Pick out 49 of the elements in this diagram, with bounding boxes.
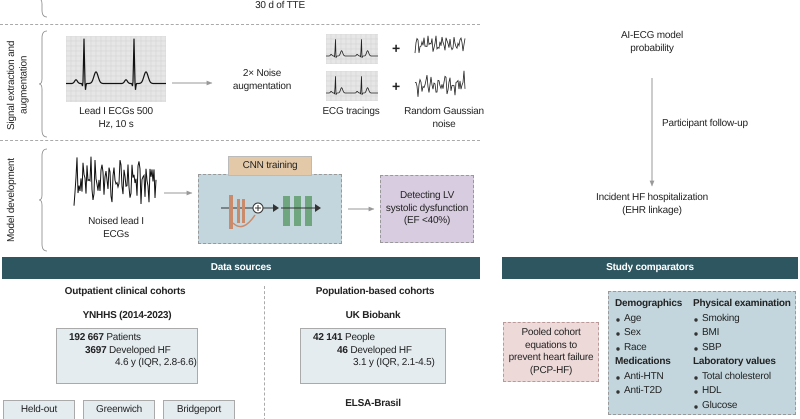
- section-header-bar: Data sources: [2, 257, 480, 279]
- section-note: 30 d of TTE: [254, 0, 306, 12]
- list-panel: [608, 291, 796, 415]
- caption: Random Gaussian noise: [404, 106, 484, 131]
- comparator-box: Pooled cohort equations to prevent heart failure (PCP-HF): [503, 322, 599, 382]
- cohort-title: YNHHS (2014-2023): [82, 310, 172, 322]
- step-label: 2× Noise augmentation: [218, 68, 306, 98]
- list-item: Sex: [624, 327, 641, 340]
- tab-label: CNN training: [228, 156, 312, 176]
- category-heading: Laboratory values: [693, 356, 776, 368]
- stats-box: 192 667 Patients 3697 Developed HF 4.6 y (IQR, 2.8-6.6): [56, 328, 198, 384]
- arrow: [164, 190, 193, 196]
- list-item: Anti-T2D: [624, 385, 662, 398]
- edge-label: Participant follow-up: [662, 118, 748, 130]
- row-label: Signal extraction and augmentation: [6, 39, 30, 132]
- column-heading: Population-based cohorts: [314, 286, 436, 298]
- node-label: Noised lead I ECGs: [87, 216, 145, 241]
- stats-box: 42 141 People 46 Developed HF 3.1 y (IQR, 2.1-4.5): [300, 328, 446, 384]
- list-item: Race: [624, 342, 647, 354]
- cohort-title: ELSA-Brasil: [344, 398, 402, 410]
- column-heading: Outpatient clinical cohorts: [64, 286, 186, 298]
- list-item: Smoking: [702, 312, 740, 325]
- category-heading: Medications: [615, 356, 671, 368]
- list-item: Age: [624, 312, 642, 325]
- category-heading: Physical examination: [693, 298, 791, 310]
- arrow: [172, 80, 213, 86]
- arrow: [348, 206, 375, 212]
- list-item: Anti-HTN: [624, 370, 664, 383]
- list-item: SBP: [702, 342, 722, 354]
- output-label: AI-ECG model probability: [600, 30, 704, 72]
- list-item: BMI: [702, 327, 720, 340]
- list-item: Total cholesterol: [702, 370, 771, 383]
- arrow: [650, 78, 654, 187]
- result-box: Detecting LV systolic dysfunction (EF <40%): [380, 175, 474, 243]
- caption: ECG tracings: [321, 106, 381, 118]
- section-header-bar: Study comparators: [502, 257, 798, 279]
- plus-sign: +: [391, 78, 401, 96]
- ecg-strip-drawing: [66, 36, 166, 102]
- row-label: Model development: [6, 157, 18, 244]
- site-box: Held-out: [3, 400, 75, 419]
- category-heading: Demographics: [615, 298, 682, 310]
- plus-sign: +: [391, 40, 401, 58]
- site-box: Bridgeport: [163, 400, 235, 419]
- node-label: Lead I ECGs 500 Hz, 10 s: [78, 106, 154, 131]
- site-box: Greenwich: [83, 400, 155, 419]
- list-item: Glucose: [702, 400, 738, 412]
- outcome-label: Incident HF hospitalization (EHR linkage): [590, 192, 714, 236]
- list-item: HDL: [702, 385, 722, 398]
- cohort-title: UK Biobank: [344, 310, 402, 322]
